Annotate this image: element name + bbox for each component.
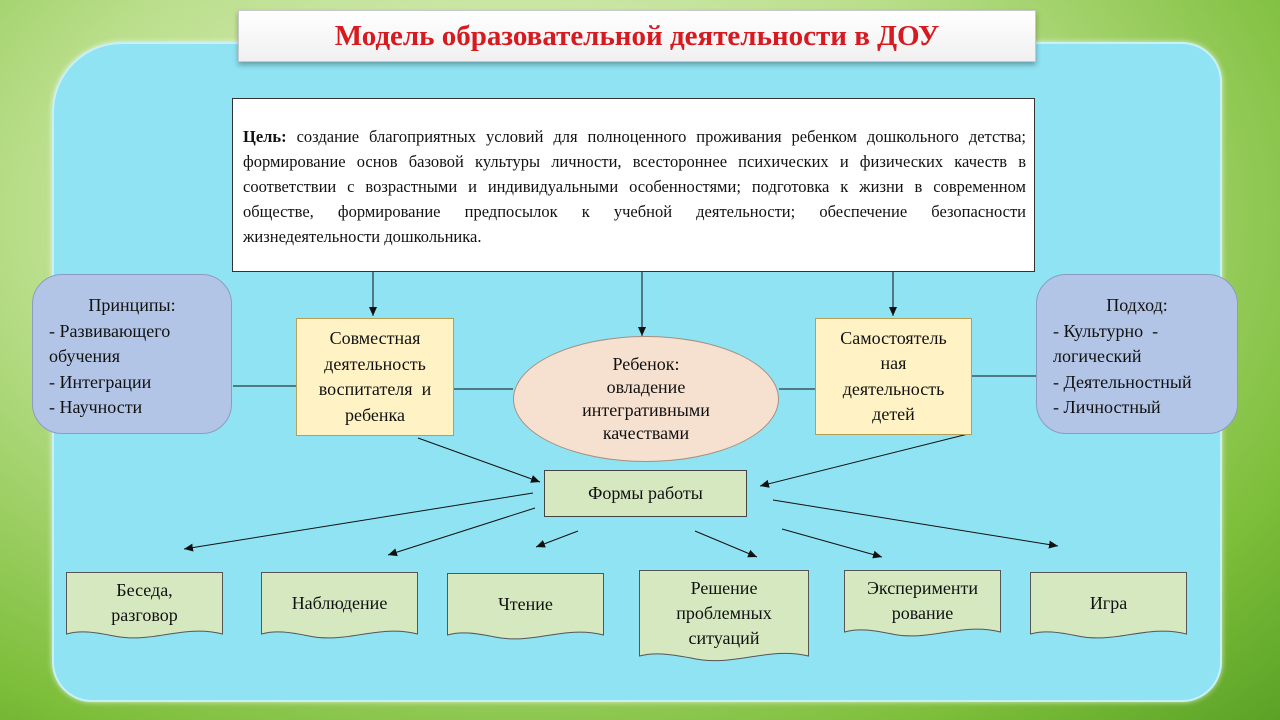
forms-of-work-box: Формы работы bbox=[544, 470, 747, 517]
independent-activity-line: Самостоятель bbox=[840, 327, 947, 348]
approach-item: - Культурно - bbox=[1053, 320, 1159, 341]
approach-heading: Подход: bbox=[1106, 295, 1168, 315]
arrow-forms-to-reading bbox=[535, 530, 579, 548]
form-card-line: ситуаций bbox=[688, 628, 760, 648]
form-card-line: разговор bbox=[111, 605, 178, 625]
joint-activity-line: воспитателя и bbox=[318, 379, 432, 399]
joint-activity-line: деятельность bbox=[324, 353, 426, 374]
principles-box: Принципы: - Развивающего обучения - Инте… bbox=[32, 274, 232, 434]
independent-activity-line: ная bbox=[880, 353, 907, 373]
child-line: овладение bbox=[606, 377, 686, 397]
joint-activity-line: Совместная bbox=[329, 328, 421, 348]
form-card-line: рование bbox=[891, 603, 954, 623]
title-banner: Модель образовательной деятельности в ДО… bbox=[238, 10, 1036, 62]
principle-item: - Интеграции bbox=[49, 371, 152, 392]
independent-activity-line: деятельность bbox=[842, 378, 945, 399]
form-card-observation: Наблюдение bbox=[261, 572, 418, 640]
card-shape bbox=[639, 570, 809, 662]
form-card-line: Чтение bbox=[498, 593, 553, 614]
arrow-forms-to-game bbox=[772, 499, 1059, 549]
card-shape bbox=[447, 573, 604, 640]
approach-box: Подход: - Культурно - логический - Деяте… bbox=[1036, 274, 1238, 434]
arrow-forms-to-problems bbox=[694, 530, 758, 558]
form-card-line: Решение bbox=[690, 578, 758, 598]
page-title: Модель образовательной деятельности в ДО… bbox=[334, 19, 940, 52]
joint-activity-line: ребенка bbox=[344, 404, 405, 425]
form-card-problems: Решение проблемных ситуаций bbox=[639, 570, 809, 663]
joint-activity-box: Совместная деятельность воспитателя и ре… bbox=[296, 318, 454, 436]
independent-activity-box: Самостоятель ная деятельность детей bbox=[815, 318, 972, 435]
form-card-line: Эксперименти bbox=[867, 578, 978, 598]
child-ellipse: Ребенок: овладение интегративными качест… bbox=[513, 336, 779, 462]
form-card-line: проблемных bbox=[676, 603, 772, 623]
child-line: Ребенок: bbox=[612, 354, 680, 374]
independent-activity-line: детей bbox=[872, 404, 915, 424]
form-card-line: Беседа, bbox=[116, 580, 173, 600]
approach-item: - Личностный bbox=[1053, 397, 1161, 417]
card-shape bbox=[1030, 572, 1187, 639]
arrow-joint-to-forms bbox=[417, 437, 541, 483]
form-card-reading: Чтение bbox=[447, 573, 604, 641]
form-card-line: Игра bbox=[1089, 592, 1128, 613]
arrow-forms-to-talk bbox=[183, 492, 534, 552]
goal-label: Цель: bbox=[243, 127, 287, 146]
form-card-line: Наблюдение bbox=[291, 592, 388, 613]
approach-item: - Деятельностный bbox=[1053, 371, 1192, 392]
card-shape bbox=[66, 572, 223, 639]
arrow-forms-to-observation bbox=[387, 507, 536, 557]
goal-box: Цель: создание благоприятных условий для… bbox=[232, 98, 1035, 272]
principle-item: обучения bbox=[49, 346, 121, 366]
child-line: интегративными bbox=[582, 400, 710, 420]
principles-heading: Принципы: bbox=[88, 295, 176, 315]
principle-item: - Развивающего bbox=[49, 320, 171, 341]
form-card-experiment: Эксперименти рование bbox=[844, 570, 1001, 638]
principle-item: - Научности bbox=[49, 397, 143, 417]
approach-item: логический bbox=[1053, 346, 1142, 366]
form-card-talk: Беседа, разговор bbox=[66, 572, 223, 640]
arrow-forms-to-experiment bbox=[781, 528, 883, 559]
card-shape bbox=[261, 572, 418, 639]
goal-text: создание благоприятных условий для полно… bbox=[243, 127, 1026, 246]
card-shape bbox=[844, 570, 1001, 637]
form-card-game: Игра bbox=[1030, 572, 1187, 640]
forms-of-work-label: Формы работы bbox=[588, 483, 703, 503]
arrow-independent-to-forms bbox=[759, 433, 969, 488]
child-line: качествами bbox=[602, 423, 690, 443]
